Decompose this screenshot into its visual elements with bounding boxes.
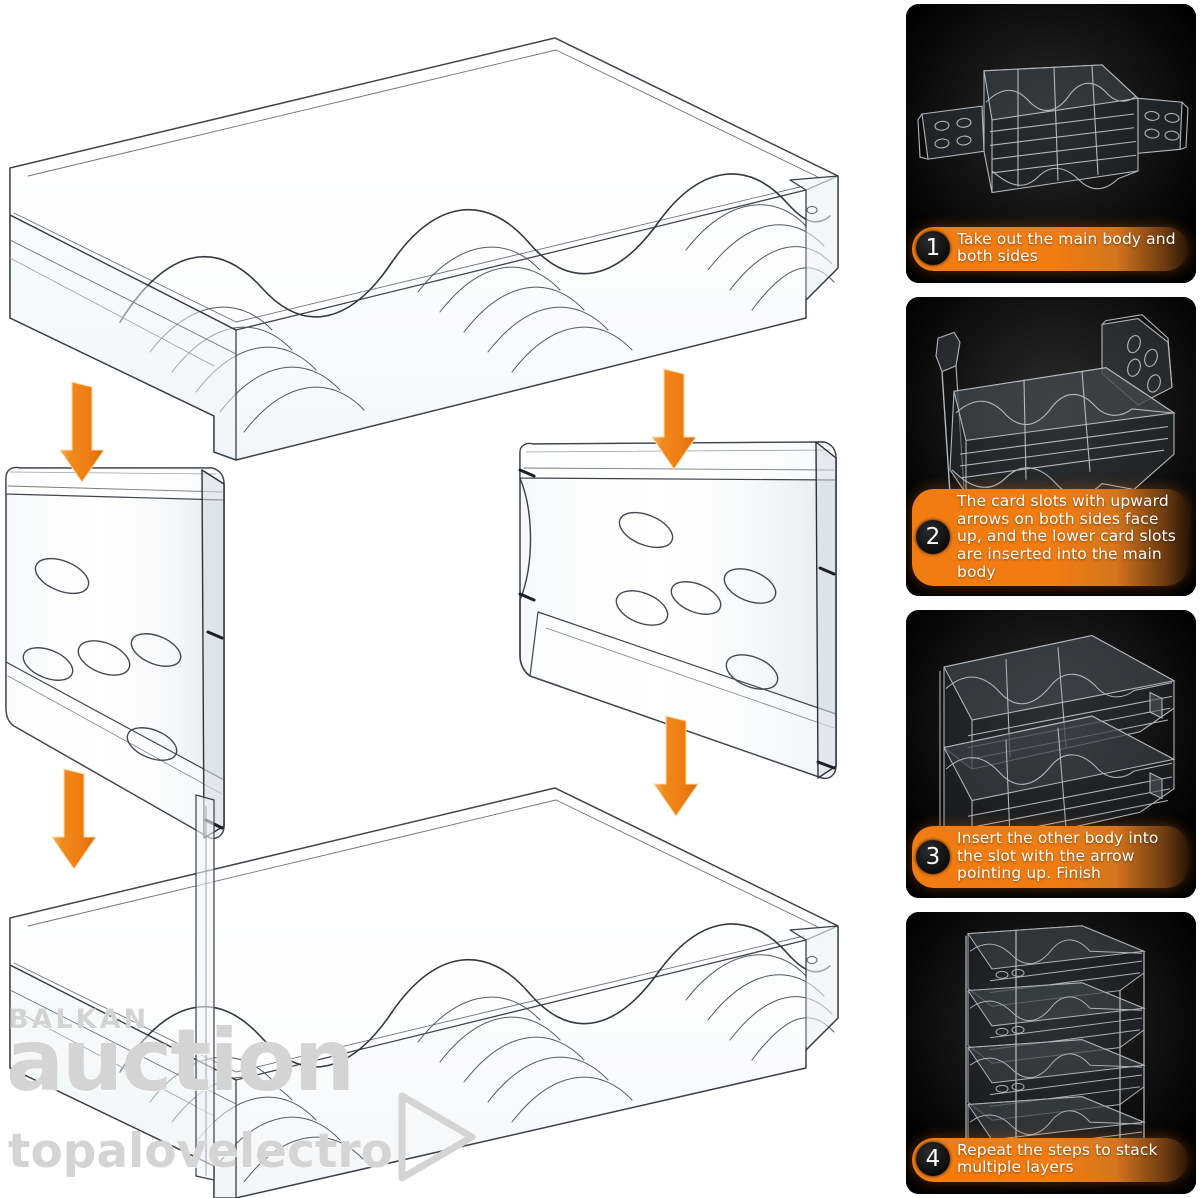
step-4-caption: 4 Repeat the steps to stack multiple lay… [912, 1137, 1188, 1182]
assembly-arrow-top-left [58, 378, 106, 491]
exploded-assembly-diagram [5, 37, 839, 1198]
step-panel-3: 3 Insert the other body into the slot wi… [906, 610, 1196, 899]
step-4-text: Repeat the steps to stack multiple layer… [957, 1140, 1158, 1177]
step-2-number: 2 [916, 520, 950, 555]
step-3-number: 3 [916, 839, 950, 874]
step-4-number: 4 [916, 1142, 950, 1177]
step-1-text: Take out the main body and both sides [957, 229, 1176, 266]
step-3-caption: 3 Insert the other body into the slot wi… [912, 826, 1188, 889]
part-top-tray [9, 37, 839, 461]
step-panel-list: 1 Take out the main body and both sides [906, 4, 1196, 1194]
step-2-caption: 2 The card slots with upward arrows on b… [912, 489, 1188, 587]
assembly-arrow-bottom-right [652, 712, 700, 825]
step-3-text: Insert the other body into the slot with… [957, 829, 1159, 883]
assembly-arrow-top-right [650, 365, 698, 478]
step-1-caption: 1 Take out the main body and both sides [912, 226, 1188, 271]
step-panel-2: 2 The card slots with upward arrows on b… [906, 296, 1196, 597]
step-2-text: The card slots with upward arrows on bot… [957, 492, 1176, 581]
step-panel-4: 4 Repeat the steps to stack multiple lay… [906, 912, 1196, 1194]
assembly-arrow-bottom-left [50, 765, 98, 878]
step-1-number: 1 [916, 231, 950, 266]
part-left-side-panel [5, 466, 225, 840]
step-panel-1: 1 Take out the main body and both sides [906, 4, 1196, 283]
part-right-side-panel [518, 441, 837, 780]
part-bottom-tray [9, 787, 839, 1198]
